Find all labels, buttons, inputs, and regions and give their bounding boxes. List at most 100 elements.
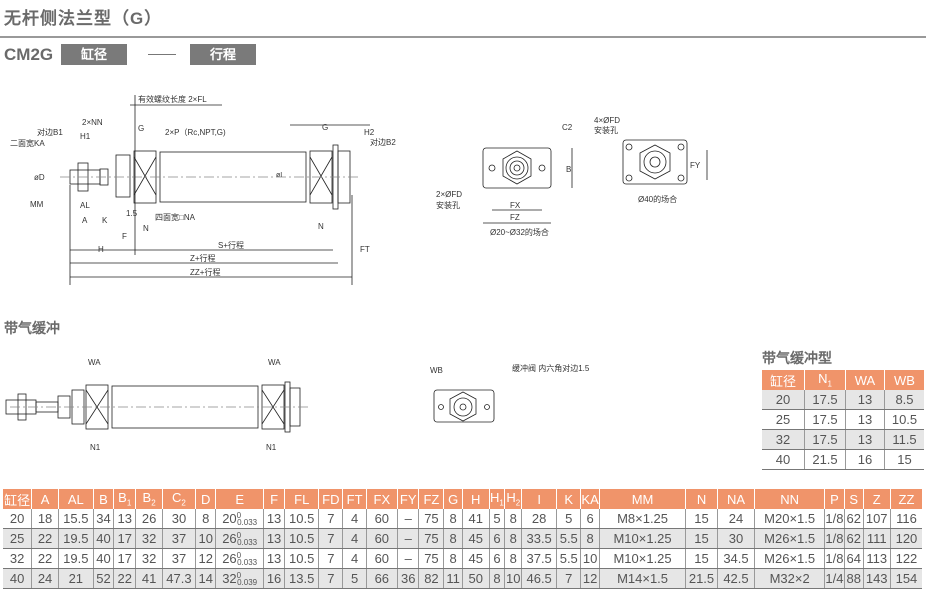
table-cell: 46.5 <box>521 568 558 589</box>
table-cell: 2600.033 <box>215 548 264 569</box>
model-code: CM2G <box>4 45 54 64</box>
label-f: F <box>122 232 127 241</box>
table-cell: 75 <box>418 509 445 529</box>
table-cell: 11.5 <box>884 429 924 450</box>
table-cell: 24 <box>31 568 59 589</box>
table-cell: 10.5 <box>284 528 320 549</box>
column-header: FD <box>318 489 344 509</box>
label-mm: MM <box>30 200 44 209</box>
table-cell: 32 <box>3 548 33 569</box>
table-cell: 8 <box>504 548 523 569</box>
table-cell: 40 <box>93 548 115 569</box>
separator <box>148 54 176 55</box>
col-n1: N1 <box>804 370 846 390</box>
label-k: K <box>102 216 108 225</box>
column-header: NN <box>754 489 826 509</box>
label-n2: N <box>318 222 324 231</box>
label-b2: 对边B2 <box>370 137 396 147</box>
label-cushion-valve: 缓冲阀 内六角对边1.5 <box>512 363 590 373</box>
table-cell: 24 <box>717 509 756 529</box>
table-cell: 13 <box>263 528 286 549</box>
table-cell: 40 <box>3 568 33 589</box>
column-header: K <box>556 489 582 509</box>
table-cell: 120 <box>890 528 922 549</box>
table-cell: 14 <box>195 568 217 589</box>
table-cell: 82 <box>418 568 445 589</box>
table-cell: 15 <box>685 528 718 549</box>
table-cell: 17.5 <box>804 409 846 430</box>
column-header: H1 <box>489 489 506 509</box>
table-cell: 60 <box>366 509 398 529</box>
label-n1-2: N1 <box>266 443 277 452</box>
table-cell: 4 <box>342 528 367 549</box>
col-wa: WA <box>845 370 885 390</box>
column-header: B1 <box>113 489 137 509</box>
table-cell: 1/8 <box>824 509 845 529</box>
table-cell: 8 <box>504 509 523 529</box>
column-header: ZZ <box>890 489 922 509</box>
table-cell: 60 <box>366 548 398 569</box>
table-cell: 50 <box>462 568 490 589</box>
table-cell: 13 <box>845 409 885 430</box>
table-cell: 143 <box>863 568 891 589</box>
bore-box: 缸径 <box>61 44 127 65</box>
table-cell: 28 <box>521 509 558 529</box>
table-cell: 8 <box>580 528 600 549</box>
table-cell: M32×2 <box>754 568 826 589</box>
column-header: MM <box>599 489 687 509</box>
table-cell: 11 <box>443 568 463 589</box>
table-cell: 20 <box>3 509 33 529</box>
table-cell: 8 <box>504 528 523 549</box>
table-cell: M10×1.25 <box>599 548 687 569</box>
flange-view-20-32: C2 B 2×ØFD 安装孔 FX FZ Ø20~Ø32的场合 <box>436 123 573 237</box>
table-cell: 37 <box>162 548 197 569</box>
label-n1: N1 <box>90 443 101 452</box>
table-cell: 5 <box>556 509 582 529</box>
table-cell: 41 <box>135 568 163 589</box>
label-wa-2: WA <box>268 358 281 367</box>
table-cell: 13 <box>263 509 286 529</box>
table-cell: 10.5 <box>284 548 320 569</box>
table-cell: 45 <box>462 548 490 569</box>
table-cell: 6 <box>489 548 506 569</box>
column-header: FL <box>284 489 320 509</box>
cushion-drawing: WA WA N1 N1 WB 缓冲阀 内六角对边1.5 <box>5 358 590 452</box>
table-cell: 1/8 <box>824 548 845 569</box>
column-header: FT <box>342 489 367 509</box>
label-h: H <box>98 245 104 254</box>
table-cell: 3200.039 <box>215 568 264 589</box>
label-b: B <box>566 165 571 174</box>
table-cell: M10×1.25 <box>599 528 687 549</box>
page-title: 无杆侧法兰型（G） <box>4 9 163 28</box>
column-header: KA <box>580 489 600 509</box>
label-n: N <box>143 224 149 233</box>
table-cell: 16 <box>845 449 885 470</box>
table-cell: – <box>397 548 420 569</box>
table-cell: 12 <box>195 548 217 569</box>
table-cell: 2000.033 <box>215 509 264 529</box>
table-cell: 10 <box>195 528 217 549</box>
table-cell: 22 <box>113 568 137 589</box>
table-cell: 22 <box>31 548 59 569</box>
table-cell: 64 <box>844 548 864 569</box>
table-cell: 15 <box>884 449 924 470</box>
table-cell: 122 <box>890 548 922 569</box>
column-header: 缸径 <box>3 489 33 509</box>
table-cell: 10 <box>504 568 523 589</box>
table-cell: 88 <box>844 568 864 589</box>
table-cell: 17 <box>113 528 137 549</box>
column-header: Z <box>863 489 891 509</box>
label-4fd: 4×ØFD <box>594 116 620 125</box>
table-cell: 32 <box>135 548 163 569</box>
table-cell: M8×1.25 <box>599 509 687 529</box>
table-cell: 40 <box>93 528 115 549</box>
column-header: AL <box>58 489 94 509</box>
table-cell: 62 <box>844 509 864 529</box>
table-cell: 8 <box>443 548 463 569</box>
table-cell: 116 <box>890 509 922 529</box>
